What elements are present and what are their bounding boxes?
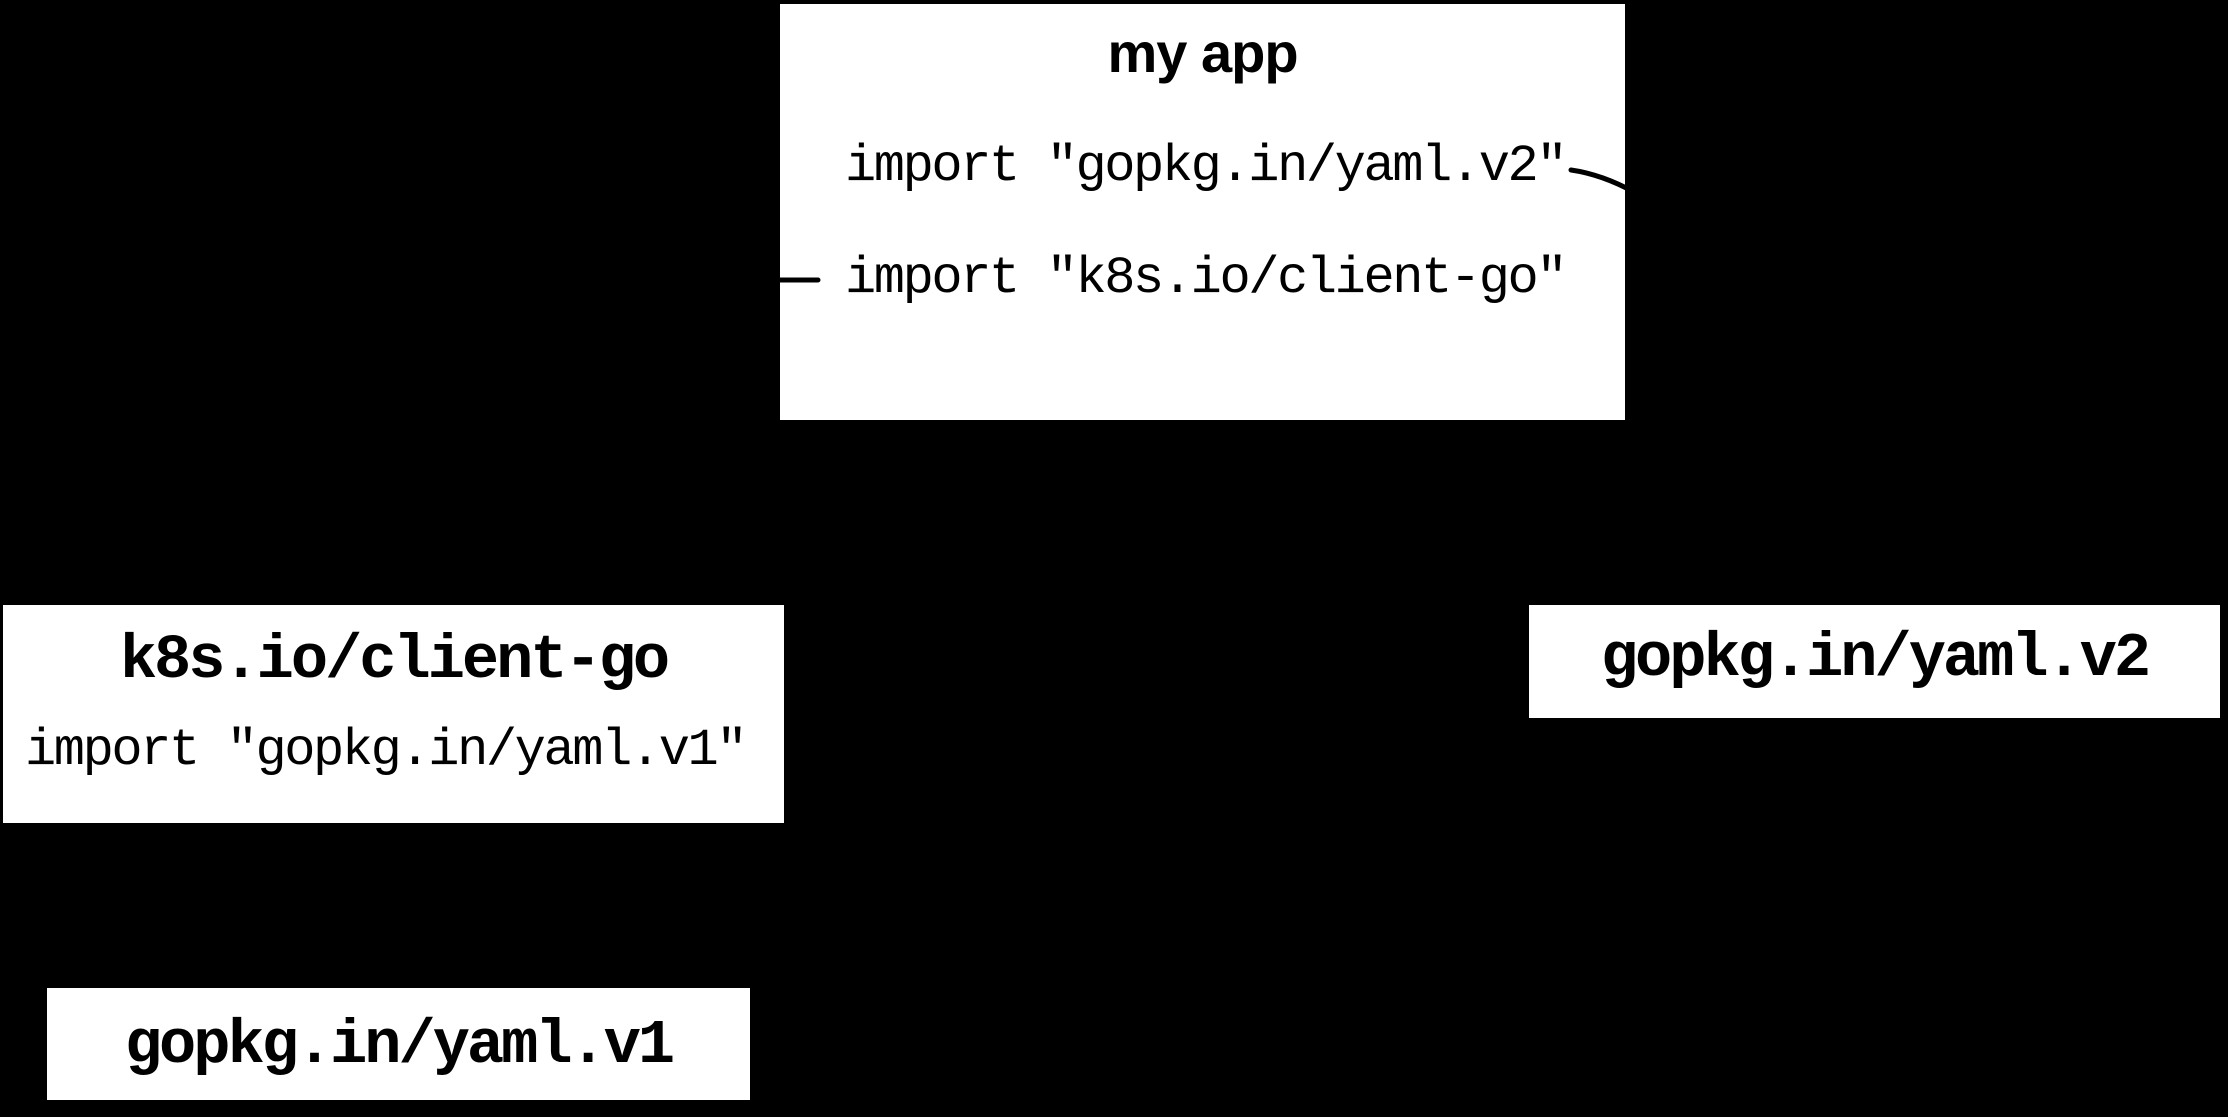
node-title-my-app: my app: [1107, 21, 1298, 84]
import-statement-client-go: import "k8s.io/client-go": [845, 249, 1568, 308]
node-yaml-v1: gopkg.in/yaml.v1: [47, 988, 750, 1100]
node-title-yaml-v1: gopkg.in/yaml.v1: [124, 1010, 675, 1081]
node-my-app: my app import "gopkg.in/yaml.v2" import …: [780, 4, 1625, 420]
import-statement-yaml-v1: import "gopkg.in/yaml.v1": [25, 721, 748, 780]
node-k8s-client-go: k8s.io/client-go import "gopkg.in/yaml.v…: [3, 605, 784, 823]
node-yaml-v2: gopkg.in/yaml.v2: [1529, 605, 2220, 718]
node-title-k8s-client-go: k8s.io/client-go: [119, 625, 670, 696]
import-statement-yaml-v2: import "gopkg.in/yaml.v2": [845, 137, 1568, 196]
node-title-yaml-v2: gopkg.in/yaml.v2: [1600, 623, 2151, 694]
